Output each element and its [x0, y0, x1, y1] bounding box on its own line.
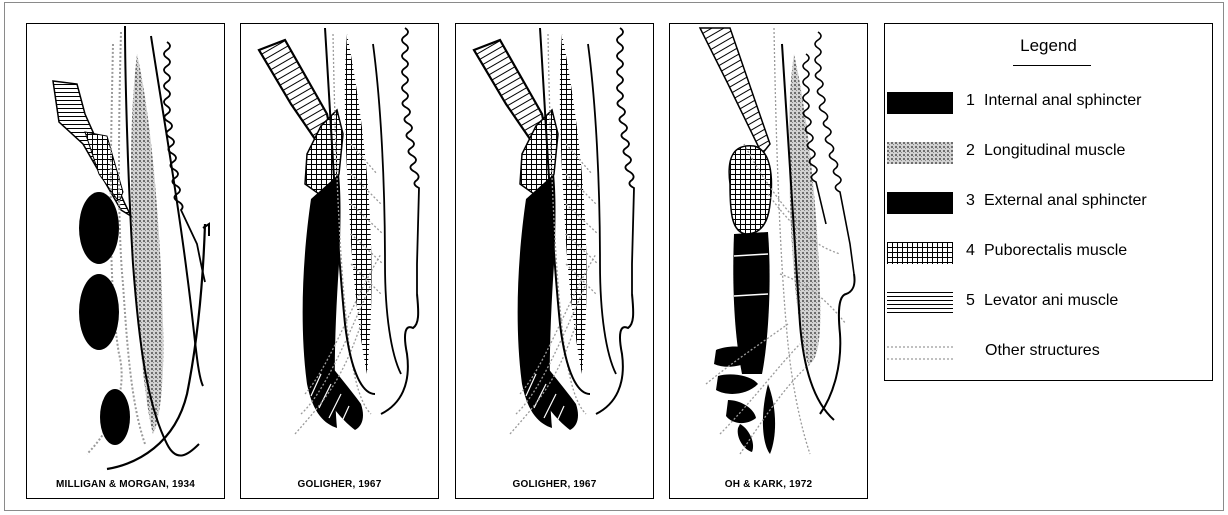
legend-title: Legend: [885, 36, 1212, 56]
swatch-solid-black: [887, 192, 953, 214]
swatch-crosshatch: [887, 242, 953, 264]
mucosa-line: [402, 28, 419, 294]
swatch-dotted-lines: [887, 342, 953, 364]
puborectalis-muscle: [729, 146, 771, 234]
legend-box: Legend 1 Internal anal sphincter 2 Longi…: [884, 23, 1213, 381]
anal-verge-line: [820, 274, 855, 414]
longitudinal-muscle: [560, 34, 587, 374]
legend-item-number: 3: [966, 192, 975, 210]
legend-item-puborectalis-muscle: 4 Puborectalis muscle: [885, 236, 1212, 270]
swatch-solid-black: [887, 92, 953, 114]
anatomy-diagram-goligher-2: [456, 24, 654, 499]
legend-title-underline: [1013, 65, 1091, 66]
legend-item-external-anal-sphincter: 3 External anal sphincter: [885, 186, 1212, 220]
legend-item-label: Other structures: [985, 342, 1100, 360]
legend-item-longitudinal-muscle: 2 Longitudinal muscle: [885, 136, 1212, 170]
external-anal-sphincter: [714, 347, 775, 454]
legend-item-label: Longitudinal muscle: [984, 142, 1125, 160]
swatch-horizontal-lines: [887, 292, 953, 314]
anatomy-diagram-milligan-morgan: [27, 24, 225, 499]
levator-ani-muscle: [700, 28, 770, 154]
legend-item-label: Levator ani muscle: [984, 292, 1118, 310]
panel-milligan-morgan: MILLIGAN & MORGAN, 1934: [26, 23, 225, 499]
legend-item-label: Puborectalis muscle: [984, 242, 1127, 260]
mucosa-line: [815, 32, 854, 274]
external-anal-sphincter-subcutaneous: [100, 389, 130, 445]
puborectalis-muscle: [85, 132, 123, 202]
anatomy-diagram-goligher-1: [241, 24, 439, 499]
legend-item-number: 1: [966, 92, 975, 110]
mucosa-line: [588, 44, 616, 374]
mucosa-line: [617, 28, 634, 294]
longitudinal-muscle: [345, 34, 372, 374]
panel-goligher-2: GOLIGHER, 1967: [455, 23, 654, 499]
legend-item-number: 2: [966, 142, 975, 160]
panel-goligher-1: GOLIGHER, 1967: [240, 23, 439, 499]
legend-item-other-structures: Other structures: [885, 336, 1212, 370]
external-anal-sphincter-superficial: [79, 274, 119, 350]
legend-item-label: Internal anal sphincter: [984, 92, 1141, 110]
legend-item-number: 4: [966, 242, 975, 260]
legend-item-internal-anal-sphincter: 1 Internal anal sphincter: [885, 86, 1212, 120]
legend-item-number: 5: [966, 292, 975, 310]
panel-caption: MILLIGAN & MORGAN, 1934: [27, 479, 224, 490]
anatomy-diagram-oh-kark: [670, 24, 868, 499]
legend-item-label: External anal sphincter: [984, 192, 1147, 210]
panel-oh-kark: OH & KARK, 1972: [669, 23, 868, 499]
panel-caption: GOLIGHER, 1967: [241, 479, 438, 490]
legend-item-levator-ani-muscle: 5 Levator ani muscle: [885, 286, 1212, 320]
panel-caption: GOLIGHER, 1967: [456, 479, 653, 490]
panel-caption: OH & KARK, 1972: [670, 479, 867, 490]
mucosa-line: [373, 44, 401, 374]
swatch-gray-stipple: [887, 142, 953, 164]
external-anal-sphincter-deep: [79, 192, 119, 264]
